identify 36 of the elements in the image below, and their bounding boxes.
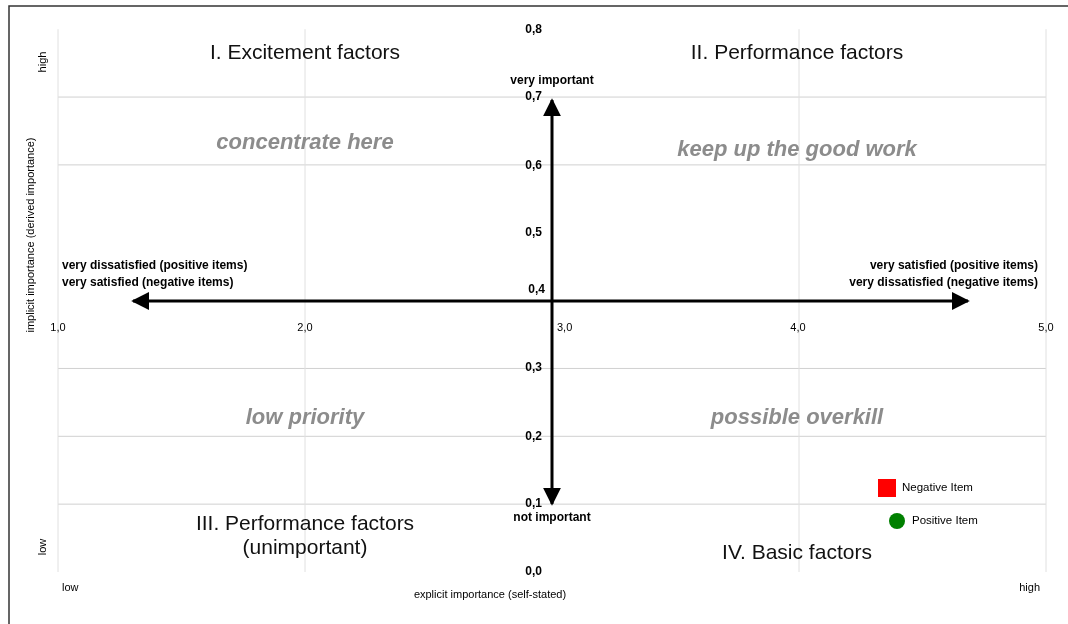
quadrant-hint: possible overkill bbox=[710, 404, 884, 430]
axis-end-label: high bbox=[35, 51, 49, 73]
tick-label: 5,0 bbox=[1038, 320, 1054, 334]
tick-label: 2,0 bbox=[297, 320, 313, 334]
tick-label: 0,4 bbox=[528, 283, 545, 297]
axis-end-label: high bbox=[1019, 580, 1040, 594]
quadrant-title: III. Performance factors (unimportant) bbox=[194, 510, 416, 560]
quadrant-hint: low priority bbox=[245, 404, 365, 430]
tick-label: 4,0 bbox=[790, 320, 806, 334]
tick-label: 0,3 bbox=[525, 361, 542, 375]
axis-end-label: low bbox=[35, 538, 49, 556]
tick-label: 3,0 bbox=[557, 320, 573, 334]
arrow-end-label: very satisfied (negative items) bbox=[62, 276, 234, 290]
arrow-end-label: very dissatisfied (positive items) bbox=[62, 259, 248, 273]
tick-label: 1,0 bbox=[50, 320, 66, 334]
quadrant-hint: concentrate here bbox=[216, 129, 394, 155]
tick-label: 0,7 bbox=[525, 90, 542, 104]
legend-label: Negative Item bbox=[902, 481, 973, 495]
arrow-end-label: very dissatisfied (negative items) bbox=[849, 276, 1038, 290]
axis-title: implicit importance (derived importance) bbox=[23, 137, 37, 333]
quadrant-title: I. Excitement factors bbox=[209, 39, 401, 65]
axis-end-label: low bbox=[62, 580, 79, 594]
tick-label: 0,5 bbox=[525, 226, 542, 240]
legend-label: Positive Item bbox=[912, 514, 978, 528]
arrow-end-label: not important bbox=[513, 511, 591, 525]
axis-title: explicit importance (self-stated) bbox=[413, 587, 567, 601]
quadrant-hint: keep up the good work bbox=[677, 136, 917, 162]
tick-label: 0,2 bbox=[525, 430, 542, 444]
quadrant-title: II. Performance factors bbox=[690, 39, 904, 65]
tick-label: 0,1 bbox=[525, 497, 542, 511]
tick-label: 0,8 bbox=[525, 23, 542, 37]
tick-label: 0,6 bbox=[525, 159, 542, 173]
arrow-end-label: very important bbox=[510, 74, 594, 88]
arrow-end-label: very satisfied (positive items) bbox=[869, 259, 1038, 273]
tick-label: 0,0 bbox=[525, 565, 542, 579]
quadrant-title: IV. Basic factors bbox=[722, 539, 872, 565]
